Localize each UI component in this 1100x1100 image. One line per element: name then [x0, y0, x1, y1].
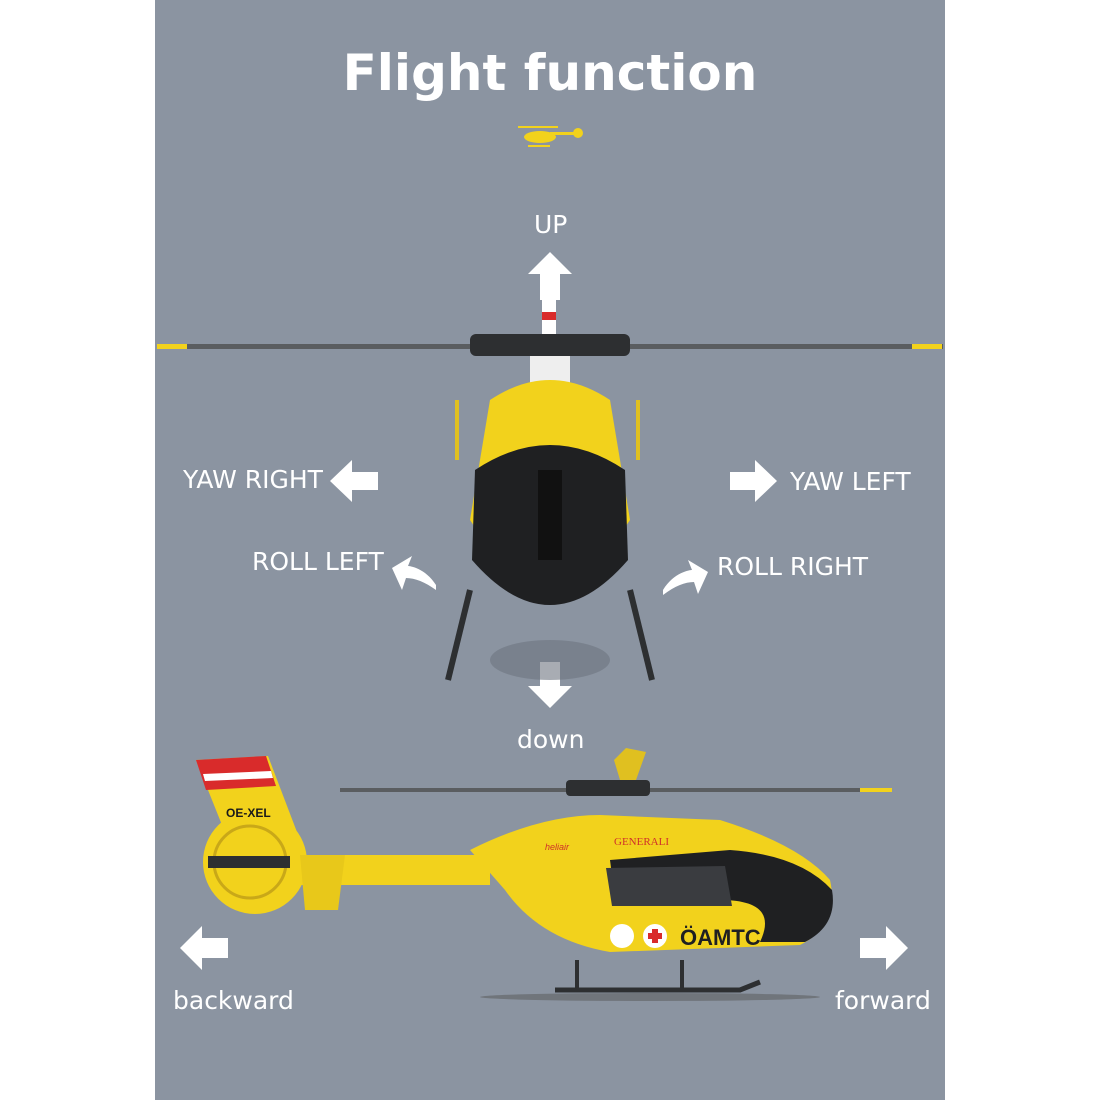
label-forward: forward [835, 986, 931, 1015]
arrow-down-icon [528, 662, 572, 708]
page-title: Flight function [342, 44, 758, 102]
brand-marking: heliair [545, 842, 570, 852]
label-roll-left: ROLL LEFT [252, 547, 384, 576]
sponsor-marking: GENERALI [614, 836, 669, 848]
registration-marking: OE-XEL [226, 806, 271, 820]
arrow-yaw-right-icon [330, 460, 378, 502]
arrow-forward-icon [860, 926, 908, 970]
arrow-backward-icon [180, 926, 228, 970]
helicopter-icon [518, 126, 583, 147]
label-roll-right: ROLL RIGHT [717, 552, 869, 581]
arrow-roll-left-icon [392, 556, 436, 590]
label-yaw-right: YAW RIGHT [183, 465, 323, 494]
label-up: UP [534, 210, 568, 239]
helicopter-side-view: OE-XEL GENERALI heliair ÖAMTC [196, 748, 892, 1001]
helicopter-front-view [157, 298, 943, 681]
arrow-yaw-left-icon [730, 460, 777, 502]
arrow-roll-right-icon [663, 560, 708, 595]
arrow-up-icon [528, 252, 572, 300]
label-yaw-left: YAW LEFT [790, 467, 911, 496]
label-backward: backward [173, 986, 294, 1015]
label-down: down [517, 725, 585, 754]
operator-marking: ÖAMTC [680, 925, 761, 950]
